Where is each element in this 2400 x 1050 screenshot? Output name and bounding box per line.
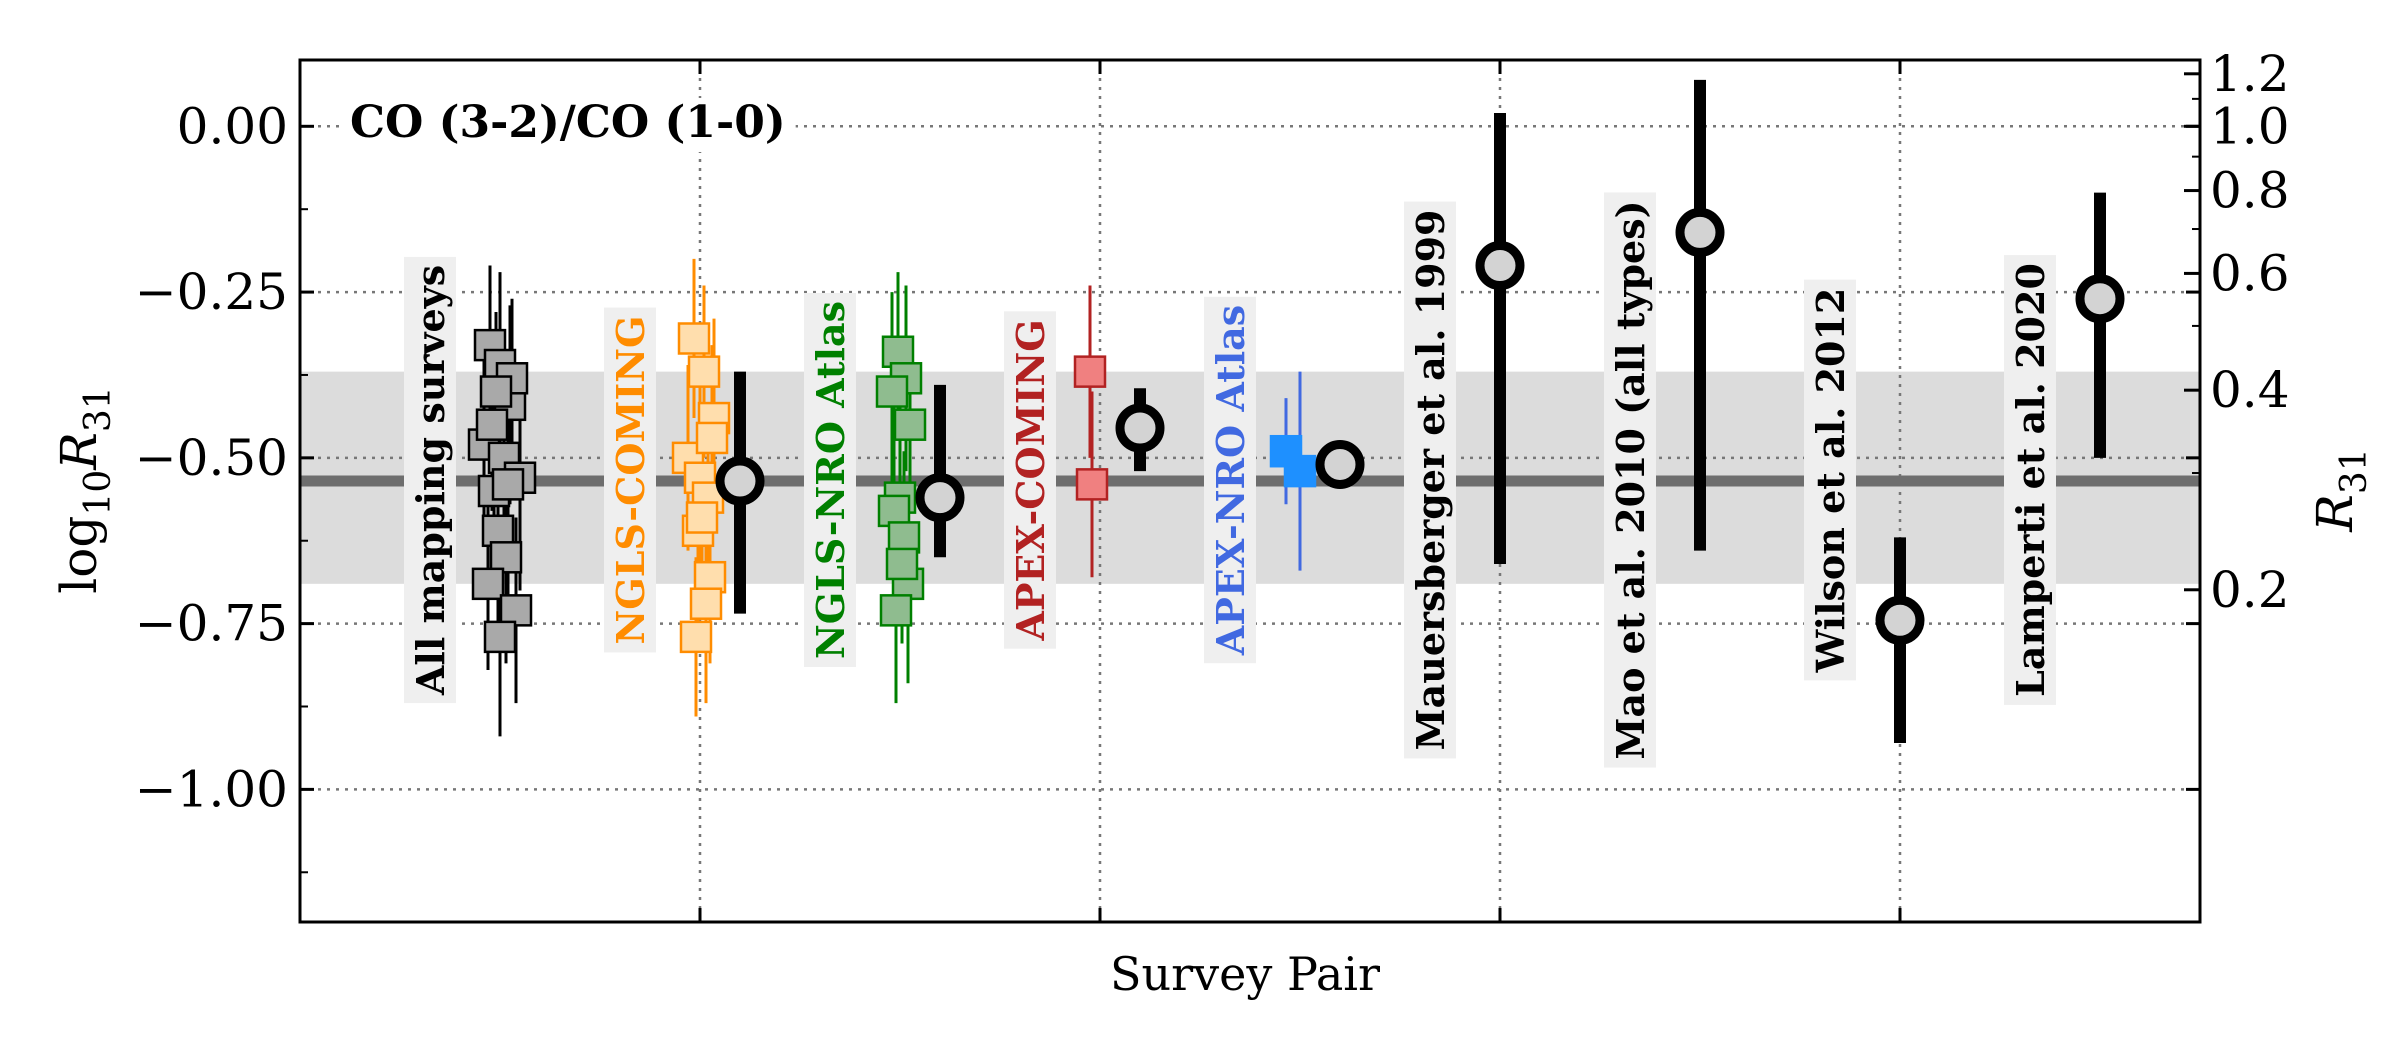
y-axis-label-log: log: [50, 516, 108, 594]
data-point: [695, 421, 729, 455]
survey-label-lit-0: Mauersberger et al. 1999: [1404, 201, 1456, 759]
x-axis-label: Survey Pair: [1110, 947, 1380, 1001]
survey-label-background: [1604, 192, 1656, 768]
data-point: [1075, 468, 1109, 501]
y-axis-label-sub: 10: [78, 470, 119, 516]
literature-point: [1675, 207, 1725, 257]
survey-label-background: [1004, 311, 1056, 649]
data-point: [679, 620, 713, 654]
data-point: [479, 375, 513, 408]
series-3: [1073, 285, 1165, 578]
y-right-axis-label-var: R: [2306, 494, 2364, 533]
y-right-axis-label: R31: [2306, 448, 2375, 532]
y-axis-label: log10R31: [50, 386, 119, 593]
data-point: [877, 494, 911, 528]
survey-label-2: NGLS-NRO Atlas: [804, 293, 856, 667]
literature-3: [2075, 192, 2125, 458]
survey-label-background: [2004, 255, 2056, 705]
survey-label-1: NGLS-COMING: [604, 307, 656, 653]
survey-label: Lamperti et al. 2020: [2008, 263, 2053, 697]
mean-point: [915, 473, 965, 523]
series-2: [875, 272, 965, 704]
literature-point: [1475, 241, 1525, 291]
mean-point: [1315, 439, 1365, 489]
survey-label: APEX-NRO Atlas: [1208, 305, 1253, 656]
plot-frame: [298, 58, 2202, 924]
data-point: [475, 408, 509, 441]
y-tick-label: 0.00: [177, 97, 288, 155]
survey-label: Mao et al. 2010 (all types): [1608, 200, 1653, 759]
literature-point: [2075, 274, 2125, 324]
data-point: [1073, 355, 1107, 388]
data-point: [689, 587, 723, 620]
data-point: [875, 375, 909, 408]
literature-2: [1875, 537, 1925, 743]
survey-label-layer: All mapping surveys NGLS-COMING NGLS-NRO A…: [404, 192, 2056, 768]
data-point: [893, 408, 927, 441]
survey-label-3: APEX-COMING: [1004, 311, 1056, 649]
series-4: [1269, 371, 1365, 571]
mean-point: [715, 456, 765, 506]
survey-label: NGLS-COMING: [608, 316, 653, 645]
survey-label: Mauersberger et al. 1999: [1408, 210, 1453, 751]
survey-label-4: APEX-NRO Atlas: [1204, 296, 1256, 664]
y-right-tick-label: 0.4: [2210, 361, 2290, 419]
data-point: [1283, 454, 1317, 488]
survey-label: APEX-COMING: [1008, 319, 1053, 641]
survey-label-background: [1404, 201, 1456, 759]
survey-label-background: [604, 307, 656, 653]
data-layer: [467, 79, 2125, 743]
y-right-axis-label-sub: 31: [2334, 448, 2375, 494]
data-point: [879, 594, 913, 627]
data-point: [499, 594, 533, 627]
survey-label-background: [404, 256, 456, 704]
survey-label-background: [804, 293, 856, 667]
y-right-tick-label: 0.2: [2210, 561, 2290, 619]
survey-label: Wilson et al. 2012: [1808, 288, 1853, 674]
survey-label: All mapping surveys: [408, 265, 453, 696]
series-0: [467, 265, 537, 737]
y-right-tick-label: 0.6: [2210, 244, 2290, 302]
survey-label-0: All mapping surveys: [404, 256, 456, 704]
survey-label-lit-3: Lamperti et al. 2020: [2004, 255, 2056, 705]
y-axis-label-var-sub: 31: [78, 386, 119, 432]
y-tick-label: −0.50: [135, 429, 288, 487]
literature-0: [1475, 113, 1525, 564]
survey-label-lit-1: Mao et al. 2010 (all types): [1604, 192, 1656, 768]
data-point: [471, 567, 505, 601]
survey-label-background: [1804, 279, 1856, 681]
literature-point: [1875, 595, 1925, 645]
data-point: [687, 355, 721, 388]
axis-layer: 0.00 −0.25 −0.50 −0.75 −1.00 1.21.0 0.8 0.6 0.4 0…: [50, 45, 2375, 924]
data-point: [881, 335, 915, 369]
mean-point: [1115, 403, 1165, 453]
data-point: [685, 501, 719, 534]
title-background: [340, 98, 796, 152]
y-tick-label: −1.00: [135, 760, 288, 818]
data-point: [483, 620, 517, 654]
survey-label: NGLS-NRO Atlas: [808, 301, 853, 659]
data-point: [491, 468, 525, 501]
data-point: [481, 514, 515, 548]
survey-label-lit-2: Wilson et al. 2012: [1804, 279, 1856, 681]
y-right-tick-label: 1.0: [2210, 97, 2290, 155]
y-tick-label: −0.25: [135, 263, 288, 321]
data-point: [885, 547, 919, 581]
data-point: [677, 322, 711, 355]
literature-1: [1675, 79, 1725, 551]
chart-title: CO (3-2)/CO (1-0): [350, 97, 786, 148]
survey-label-background: [1204, 296, 1256, 664]
y-tick-label: −0.75: [135, 595, 288, 653]
series-1: [671, 258, 765, 717]
y-right-tick-label: 0.8: [2210, 162, 2290, 220]
data-point: [489, 541, 523, 574]
y-axis-label-var: R: [50, 432, 108, 471]
y-right-tick-label: 1.2: [2210, 45, 2290, 103]
